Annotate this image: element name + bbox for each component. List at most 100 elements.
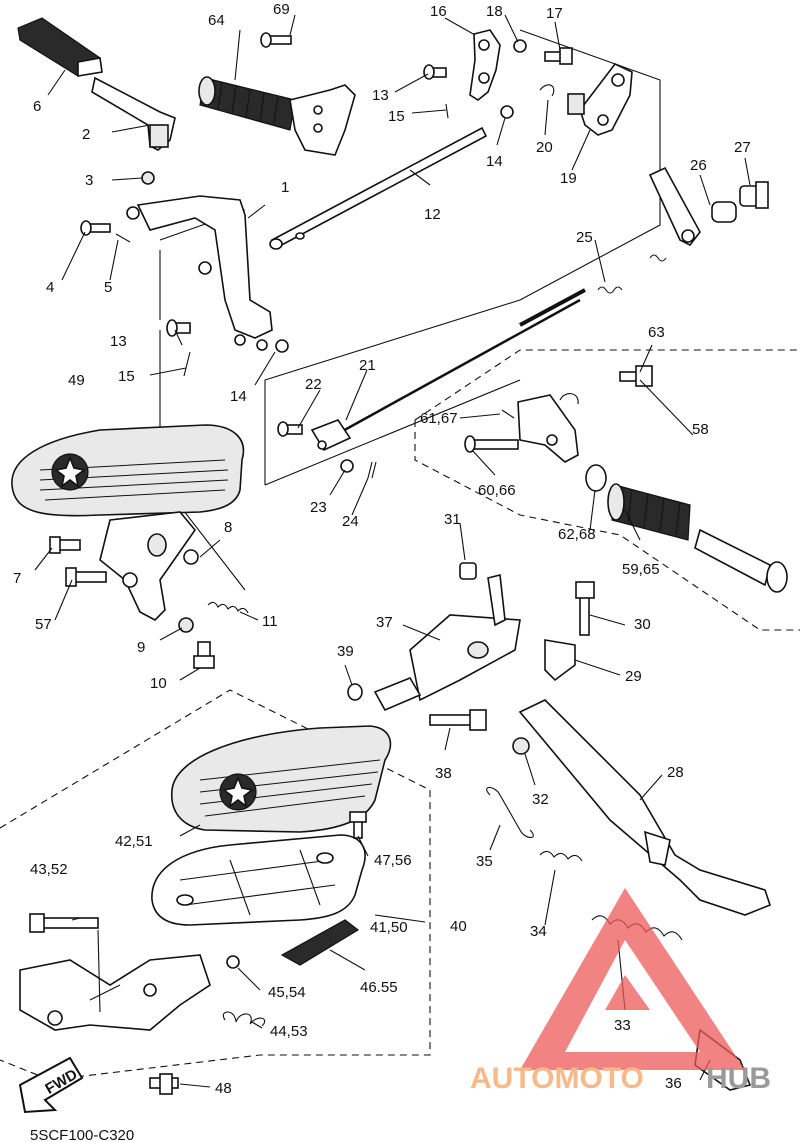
label-13-left: 13 bbox=[110, 333, 127, 350]
circlip-20 bbox=[539, 84, 555, 97]
rider-footboard-49 bbox=[11, 424, 245, 517]
diagram-code: 5SCF100-C320 bbox=[30, 1127, 134, 1142]
washer-18 bbox=[513, 39, 527, 53]
footboard-42 bbox=[170, 725, 392, 833]
peg-bolt-63 bbox=[619, 365, 653, 387]
label-30: 30 bbox=[634, 616, 651, 633]
arm-part-27-lever bbox=[648, 166, 701, 247]
label-43-52: 43,52 bbox=[30, 861, 68, 878]
label-58: 58 bbox=[692, 421, 709, 438]
bolt-7 bbox=[49, 536, 81, 554]
peg-rubber-59 bbox=[607, 483, 691, 541]
label-29: 29 bbox=[625, 668, 642, 685]
spring-35 bbox=[486, 786, 534, 839]
label-16: 16 bbox=[430, 3, 447, 20]
assembly-box-40 bbox=[0, 689, 431, 1081]
peg-bracket-58 bbox=[517, 393, 579, 463]
brake-rod-21 bbox=[310, 288, 586, 452]
screw-47 bbox=[349, 811, 367, 839]
footpeg-rubber-64 bbox=[198, 76, 296, 131]
label-33: 33 bbox=[614, 1017, 631, 1034]
watermark-text-hub: HUB bbox=[706, 1062, 771, 1095]
label-12: 12 bbox=[424, 206, 441, 223]
watermark-triangle-outer bbox=[520, 888, 745, 1070]
nut-32 bbox=[512, 737, 530, 755]
label-42-51: 42,51 bbox=[115, 833, 153, 850]
label-62-68: 62,68 bbox=[558, 526, 596, 543]
clevis-pin-13-left bbox=[166, 319, 191, 337]
label-47-56: 47,56 bbox=[374, 852, 412, 869]
label-9: 9 bbox=[137, 639, 145, 656]
label-2: 2 bbox=[82, 126, 90, 143]
brake-pedal-pad bbox=[17, 17, 103, 77]
label-40: 40 bbox=[450, 918, 467, 935]
label-34: 34 bbox=[530, 923, 547, 940]
label-24: 24 bbox=[342, 513, 359, 530]
footboard-bracket-40 bbox=[19, 954, 211, 1031]
label-13-top: 13 bbox=[372, 87, 389, 104]
spring-34 bbox=[539, 850, 583, 862]
bolt-17 bbox=[544, 47, 573, 65]
bolt-57 bbox=[65, 567, 107, 587]
label-28: 28 bbox=[667, 764, 684, 781]
collar-26 bbox=[711, 201, 737, 223]
brake-linkage-frame bbox=[159, 29, 661, 486]
label-4: 4 bbox=[46, 279, 54, 296]
bolt-48 bbox=[149, 1073, 179, 1095]
bolt-43 bbox=[29, 913, 99, 933]
label-15-top: 15 bbox=[388, 108, 405, 125]
label-57: 57 bbox=[35, 616, 52, 633]
label-61-67: 61,67 bbox=[420, 410, 458, 427]
label-5: 5 bbox=[104, 279, 112, 296]
label-37: 37 bbox=[376, 614, 393, 631]
label-35: 35 bbox=[476, 853, 493, 870]
label-69: 69 bbox=[273, 1, 290, 18]
brake-lever-bracket bbox=[126, 195, 273, 351]
watermark-logo bbox=[520, 888, 745, 1070]
leader-lines bbox=[34, 14, 751, 1088]
label-6: 6 bbox=[33, 98, 41, 115]
label-21: 21 bbox=[359, 357, 376, 374]
label-31: 31 bbox=[444, 511, 461, 528]
plate-29 bbox=[544, 639, 576, 682]
assembly-box-58 bbox=[414, 349, 800, 631]
label-14-top: 14 bbox=[486, 153, 503, 170]
label-17: 17 bbox=[546, 5, 563, 22]
label-46-55: 46.55 bbox=[360, 979, 398, 996]
label-22: 22 bbox=[305, 376, 322, 393]
washer-23 bbox=[340, 459, 354, 473]
footboard-frame-41 bbox=[151, 834, 366, 926]
watermark-text-automoto: AUTOMOTO bbox=[470, 1062, 644, 1095]
label-20: 20 bbox=[536, 139, 553, 156]
clevis-pin-22 bbox=[277, 421, 303, 437]
label-18: 18 bbox=[486, 3, 503, 20]
fwd-arrow: FWD bbox=[18, 1056, 84, 1114]
washer-8 bbox=[183, 549, 199, 565]
label-45-54: 45,54 bbox=[268, 984, 306, 1001]
clip-45 bbox=[226, 955, 240, 969]
label-10: 10 bbox=[150, 675, 167, 692]
spring-25 bbox=[597, 254, 667, 294]
brake-pedal-arm bbox=[91, 76, 176, 151]
washer-62 bbox=[585, 464, 607, 492]
label-26: 26 bbox=[690, 157, 707, 174]
peg-pin-long bbox=[694, 528, 788, 593]
spring-11 bbox=[207, 601, 249, 614]
footboard-bracket bbox=[99, 511, 197, 621]
label-32: 32 bbox=[532, 791, 549, 808]
watermark-triangle-inner bbox=[605, 975, 650, 1010]
label-23: 23 bbox=[310, 499, 327, 516]
label-19: 19 bbox=[560, 170, 577, 187]
sidestand-switch bbox=[373, 677, 422, 712]
label-39: 39 bbox=[337, 643, 354, 660]
rubber-46 bbox=[280, 919, 360, 966]
label-1: 1 bbox=[281, 179, 289, 196]
part-labels: 6 2 3 4 5 1 64 69 16 18 17 13 15 14 20 1… bbox=[13, 1, 751, 1097]
bolt-10 bbox=[193, 641, 215, 669]
label-7: 7 bbox=[13, 570, 21, 587]
label-38: 38 bbox=[435, 765, 452, 782]
bolt-30 bbox=[575, 581, 595, 636]
washer-14-top bbox=[500, 105, 514, 119]
label-44-53: 44,53 bbox=[270, 1023, 308, 1040]
